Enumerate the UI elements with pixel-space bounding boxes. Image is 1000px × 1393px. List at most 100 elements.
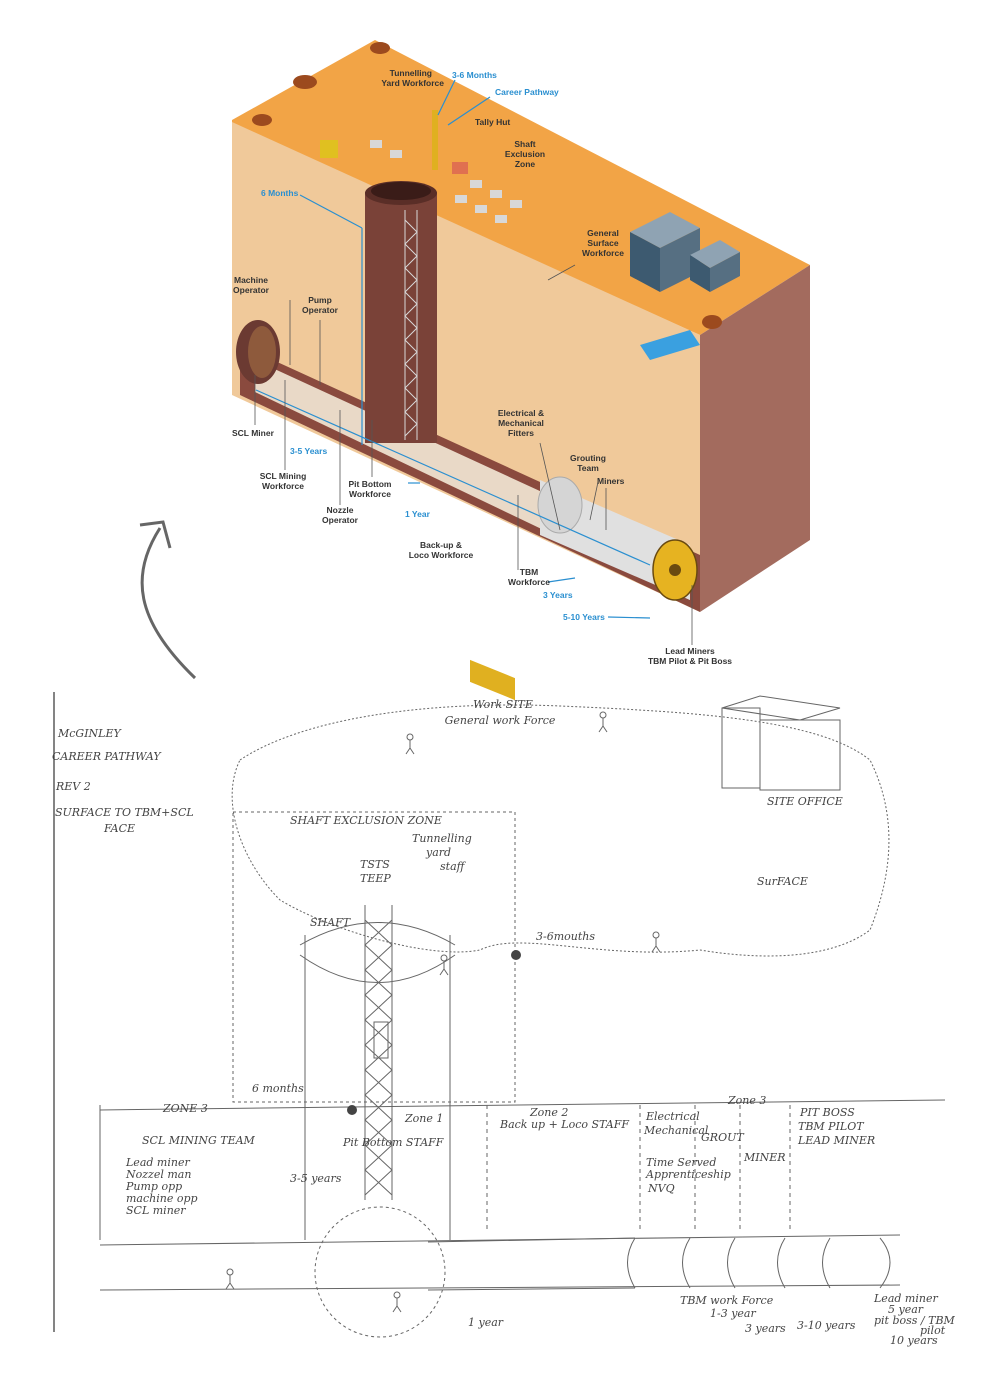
sketch-3-5-years: 3-5 years xyxy=(290,1172,342,1185)
sketch-tunnelling-3: staff xyxy=(440,860,467,873)
ground-right xyxy=(700,265,810,612)
sketch-electrical-2: Mechanical xyxy=(643,1124,709,1137)
pond xyxy=(640,330,700,360)
label-tbm-1: TBM xyxy=(520,567,538,577)
sketch-electrical-1: Electrical xyxy=(645,1110,700,1123)
label-3-5-years: 3-5 Years xyxy=(290,446,327,456)
dirt-mound-3 xyxy=(252,114,272,126)
label-backup-2: Loco Workforce xyxy=(409,550,474,560)
label-5-10-years: 5-10 Years xyxy=(563,612,605,622)
sketch-work-site: Work SITE xyxy=(473,698,533,711)
label-shaft-excl-2: Exclusion xyxy=(505,149,545,159)
sketch-scl-list-2: Nozzel man xyxy=(125,1168,191,1181)
sketch-pit-boss-1: PIT BOSS xyxy=(799,1106,855,1119)
leader-lines xyxy=(254,264,693,645)
label-elec-1: Electrical & xyxy=(498,408,544,418)
sketch-1-3-year: 1-3 year xyxy=(710,1307,756,1320)
label-tally-hut: Tally Hut xyxy=(475,117,510,127)
forklift xyxy=(320,140,338,158)
sketch-tsts-2: TEEP xyxy=(360,872,391,885)
dirt-mound-4 xyxy=(702,315,722,329)
label-backup-1: Back-up & xyxy=(420,540,462,550)
sketch-pit-boss-3: LEAD MINER xyxy=(797,1134,875,1147)
hand-sketch: McGINLEY CAREER PATHWAY REV 2 SURFACE TO… xyxy=(52,692,958,1347)
label-general-3: Workforce xyxy=(582,248,624,258)
svg-text:Back-up &Loco Workforce: Back-up &Loco Workforce xyxy=(409,540,474,560)
sketch-zone2-2: Back up + Loco STAFF xyxy=(499,1118,629,1131)
sketch-zone3-right: Zone 3 xyxy=(727,1094,766,1107)
label-machine-op-2: Operator xyxy=(233,285,270,295)
dirt-mound-2 xyxy=(370,42,390,54)
label-elec-3: Fitters xyxy=(508,428,534,438)
sketch-surface-outline xyxy=(231,704,890,957)
label-tunnelling-yard-1: Tunnelling xyxy=(390,68,432,78)
label-lead-miners-1: Lead Miners xyxy=(665,646,715,656)
sketch-scl-list-4: machine opp xyxy=(126,1192,198,1205)
sketch-tbm-force: TBM work Force xyxy=(680,1294,774,1307)
sketch-3-6: 3-6mouths xyxy=(536,930,595,943)
sketch-zone3-left: ZONE 3 xyxy=(162,1102,208,1115)
sketch-miner: MINER xyxy=(743,1151,786,1164)
label-miners: Miners xyxy=(597,476,625,486)
sketch-general-force: General work Force xyxy=(445,714,556,727)
label-pit-bottom-2: Workforce xyxy=(349,489,391,499)
label-shaft-excl-3: Zone xyxy=(515,159,536,169)
sketch-pit-boss-2: TBM PILOT xyxy=(798,1120,865,1133)
sketch-lead-miner-note: Lead miner 5 year pit boss / TBM pilot 1… xyxy=(873,1292,958,1347)
sketch-3-10-years: 3-10 years xyxy=(797,1319,856,1332)
ground-front xyxy=(232,122,700,612)
sketch-site-office-label: SITE OFFICE xyxy=(767,795,843,808)
label-scl-miner: SCL Miner xyxy=(232,428,275,438)
label-tbm-2: Workforce xyxy=(508,577,550,587)
sketch-surface: SurFACE xyxy=(757,875,808,888)
timeline-lines xyxy=(255,79,651,619)
label-shaft-excl-1: Shaft xyxy=(514,139,535,149)
sketch-marker-3-6 xyxy=(511,950,521,960)
sketch-title: McGINLEY CAREER PATHWAY REV 2 SURFACE TO… xyxy=(52,727,197,835)
sketch-scl-list-3: Pump opp xyxy=(125,1180,182,1193)
crate-area xyxy=(370,140,522,223)
label-3-years: 3 Years xyxy=(543,590,573,600)
sketch-title-4: SURFACE TO TBM+SCL xyxy=(55,806,194,819)
sketch-zone1: Zone 1 xyxy=(404,1112,443,1125)
sketch-scl-list-1: Lead miner xyxy=(125,1156,190,1169)
sketch-tunnelling-1: Tunnelling xyxy=(412,832,472,845)
label-machine-op-1: Machine xyxy=(234,275,268,285)
shaft-crane xyxy=(432,110,438,170)
sketch-lead-note-3: pit boss / TBM xyxy=(874,1314,956,1327)
sketch-scl-team: SCL MINING TEAM xyxy=(142,1134,256,1147)
sketch-scl-list: Lead miner Nozzel man Pump opp machine o… xyxy=(125,1156,201,1217)
label-general-1: General xyxy=(587,228,619,238)
label-scl-mining-1: SCL Mining xyxy=(260,471,307,481)
label-lead-miners-2: TBM Pilot & Pit Boss xyxy=(648,656,732,666)
sketch-grout: GROUT xyxy=(701,1131,745,1144)
label-pump-op-1: Pump xyxy=(308,295,332,305)
label-nozzle-2: Operator xyxy=(322,515,359,525)
sketch-lead-note-4: pilot xyxy=(920,1324,946,1337)
site-office-building xyxy=(630,212,740,292)
sketch-1-year: 1 year xyxy=(468,1316,504,1329)
label-nozzle-1: Nozzle xyxy=(327,505,354,515)
sketch-3-years: 3 years xyxy=(745,1322,786,1335)
label-scl-mining-2: Workforce xyxy=(262,481,304,491)
sketch-marker-6-months xyxy=(347,1105,357,1115)
shaft xyxy=(365,193,437,443)
sketch-site-office xyxy=(721,695,841,791)
label-tunnelling-yard-2: Yard Workforce xyxy=(381,78,444,88)
sketch-shaft-tower xyxy=(364,905,393,1200)
tally-hut xyxy=(452,162,468,174)
label-6-months: 6 Months xyxy=(261,188,299,198)
label-1-year: 1 Year xyxy=(405,509,431,519)
